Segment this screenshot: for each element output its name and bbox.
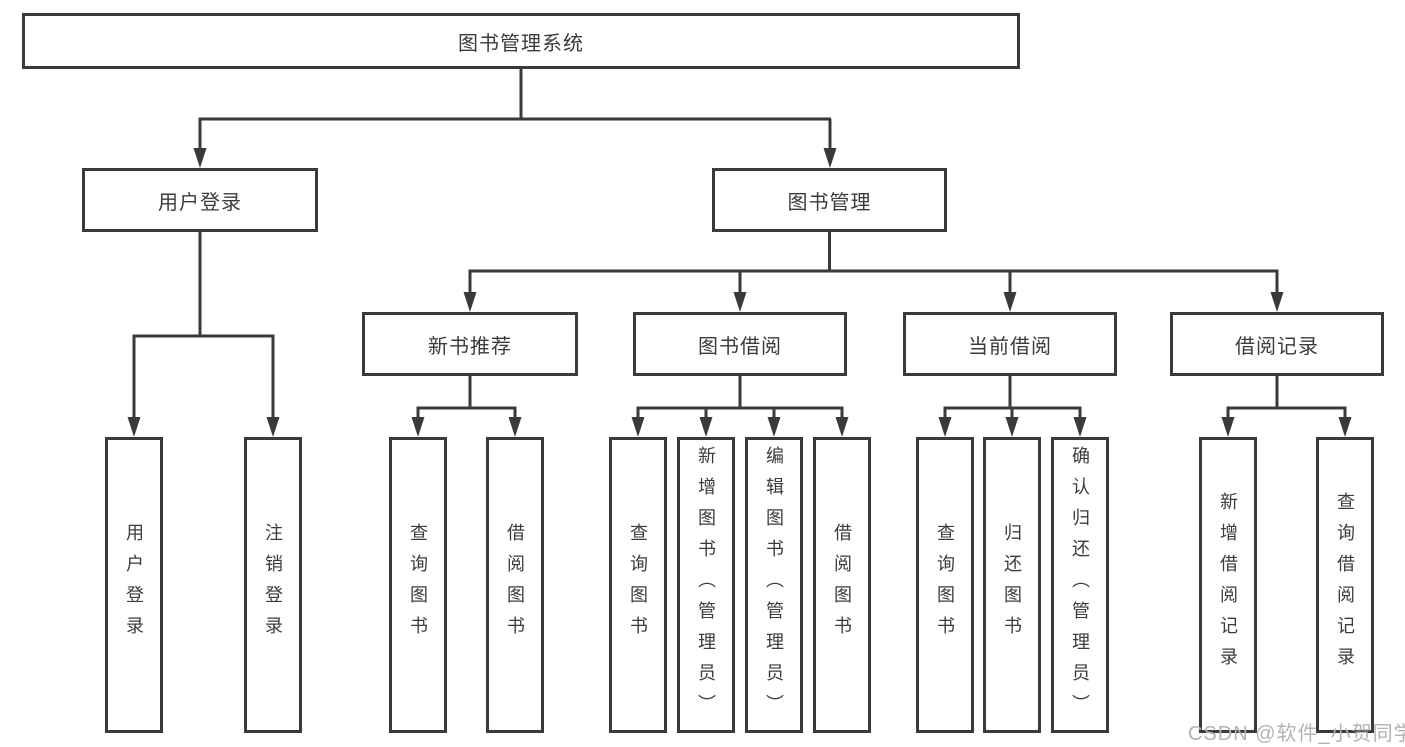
node-label: 图书管理系统 (458, 32, 584, 55)
leaf-borrow-books-recommend: 借阅图书 (486, 437, 544, 733)
leaf-edit-books-admin: 编辑图书（管理员） (745, 437, 803, 733)
leaf-query-books-borrowing: 查询图书 (609, 437, 667, 733)
node-label: 图书管理 (787, 191, 872, 214)
node-label: 图书借阅 (698, 335, 782, 358)
leaf-label: 查询借阅记录 (1335, 492, 1355, 678)
leaf-label: 注销登录 (263, 523, 283, 647)
leaf-query-books-current: 查询图书 (916, 437, 974, 733)
leaf-borrow-books-borrowing: 借阅图书 (813, 437, 871, 733)
leaf-label: 用户登录 (124, 523, 144, 647)
node-book-management-system: 图书管理系统 (22, 13, 1020, 69)
leaf-label: 查询图书 (628, 523, 648, 647)
node-label: 当前借阅 (968, 335, 1052, 358)
leaf-label: 查询图书 (935, 523, 955, 647)
node-book-management: 图书管理 (712, 168, 947, 232)
leaf-logout: 注销登录 (244, 437, 302, 733)
node-current-borrowing: 当前借阅 (903, 312, 1117, 376)
leaf-label: 确认归还（管理员） (1070, 445, 1090, 725)
leaf-label: 新增图书（管理员） (696, 445, 716, 725)
leaf-query-borrow-record: 查询借阅记录 (1316, 437, 1374, 733)
node-user-login: 用户登录 (82, 168, 318, 232)
watermark-text: CSDN @软件_小贺同学 (1188, 723, 1405, 745)
leaf-user-login: 用户登录 (105, 437, 163, 733)
leaf-label: 新增借阅记录 (1218, 492, 1238, 678)
leaf-label: 编辑图书（管理员） (764, 445, 784, 725)
node-label: 用户登录 (158, 191, 242, 214)
leaf-label: 借阅图书 (832, 523, 852, 647)
node-borrowing-records: 借阅记录 (1170, 312, 1384, 376)
node-new-book-recommendation: 新书推荐 (362, 312, 578, 376)
leaf-add-borrow-record: 新增借阅记录 (1199, 437, 1257, 733)
leaf-label: 归还图书 (1002, 523, 1022, 647)
leaf-confirm-return-admin: 确认归还（管理员） (1051, 437, 1109, 733)
leaf-return-books: 归还图书 (983, 437, 1041, 733)
leaf-query-books-recommend: 查询图书 (389, 437, 447, 733)
leaf-label: 借阅图书 (505, 523, 525, 647)
node-label: 新书推荐 (428, 335, 512, 358)
node-label: 借阅记录 (1235, 335, 1319, 358)
node-book-borrowing: 图书借阅 (633, 312, 847, 376)
leaf-label: 查询图书 (408, 523, 428, 647)
leaf-add-books-admin: 新增图书（管理员） (677, 437, 735, 733)
